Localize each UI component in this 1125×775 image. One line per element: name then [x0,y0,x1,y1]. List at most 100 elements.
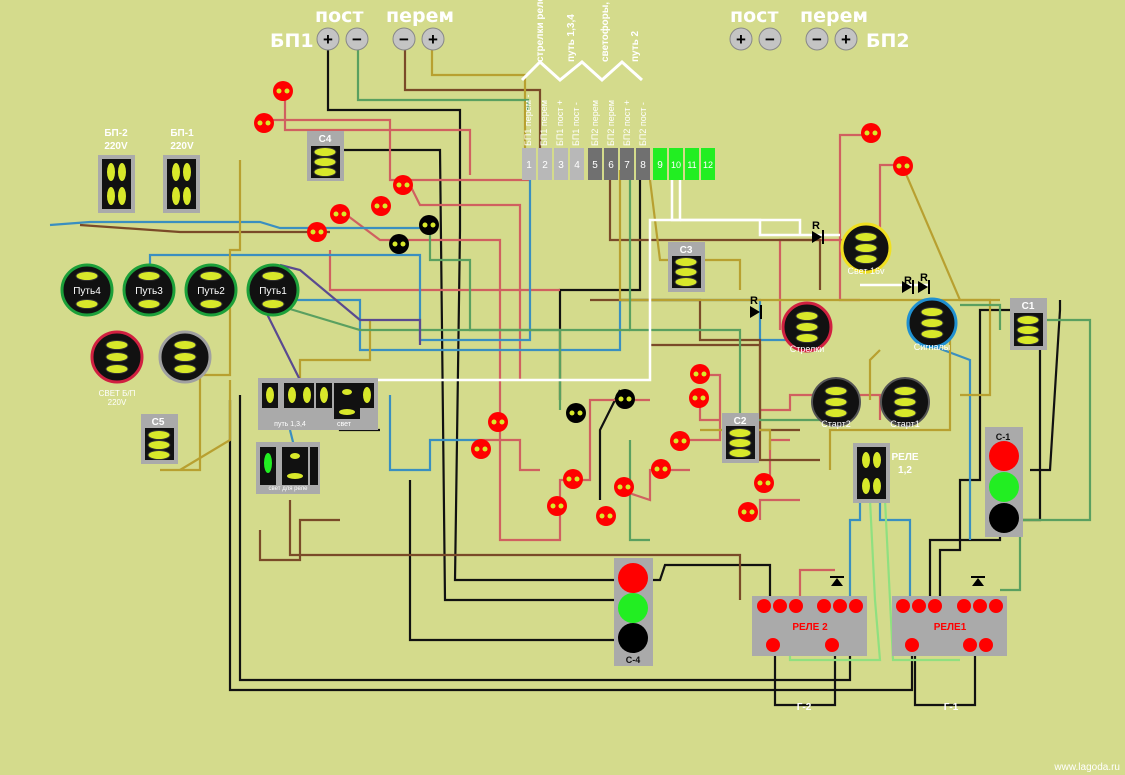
jumper-dot[interactable] [614,477,634,497]
svg-text:БП2 пост +: БП2 пост + [622,100,632,146]
bp2-post-plus-terminal[interactable]: + [729,27,753,51]
button-start2[interactable]: Старт2 [811,377,861,429]
terminal-12[interactable]: 12 [701,148,715,180]
jumper-dot[interactable] [689,388,709,408]
jumper-dot[interactable] [471,439,491,459]
svg-text:−: − [352,30,362,49]
button-put4[interactable]: Путь4 [60,263,114,317]
svg-text:С1: С1 [1022,301,1035,312]
jumper-dot[interactable] [893,156,913,176]
terminal-11[interactable]: 11 [685,148,699,180]
jumper-dot[interactable] [547,496,567,516]
jumper-dot[interactable] [754,473,774,493]
button-put2[interactable]: Путь2 [184,263,238,317]
jumper-dot[interactable] [861,123,881,143]
jumper-dot[interactable] [563,469,583,489]
bp2-perem-plus-terminal[interactable]: + [834,27,858,51]
svg-text:БП-2: БП-2 [104,128,128,139]
svg-text:220V: 220V [170,141,194,152]
svg-text:свет для реле: свет для реле [269,486,309,492]
switch-c1[interactable]: С1 [1010,298,1047,350]
svg-text:СВЕТ Б/П: СВЕТ Б/П [99,389,136,398]
jumper-dot[interactable] [651,459,671,479]
svg-text:Свет 16v: Свет 16v [847,266,885,276]
jumper-dot[interactable] [330,204,350,224]
label-post-bp2: пост [730,5,778,27]
jumper-dot[interactable] [596,506,616,526]
terminal-2[interactable]: 2 [538,148,552,180]
panel-svet-dlya-rele[interactable]: свет для реле [256,442,320,494]
svg-text:С-4: С-4 [626,655,641,665]
watermark: www.lagoda.ru [1053,762,1120,773]
relay-rele2[interactable]: РЕЛЕ 2 [752,596,867,656]
switch-c5[interactable]: С5 [141,414,178,464]
terminal-labels: БП1 перем - БП1 перем БП1 пост + БП1 пос… [523,95,648,146]
jumper-dot[interactable] [690,364,710,384]
bp1-post-minus-terminal[interactable]: − [345,27,369,51]
jumper-dot[interactable] [488,412,508,432]
jumper-dot[interactable] [254,113,274,133]
svg-text:Путь2: Путь2 [197,286,225,297]
svg-text:Стрелки: Стрелки [790,344,825,354]
svg-text:Старт1: Старт1 [890,419,919,429]
svg-text:−: − [812,30,822,49]
terminal-6[interactable]: 6 [604,148,618,180]
terminal-1[interactable]: 1 [522,148,536,180]
terminal-4[interactable]: 4 [570,148,584,180]
button-unlabeled-grey[interactable] [158,330,212,384]
svg-text:свет: свет [337,421,352,428]
label-perem-bp2: перем [800,5,868,27]
relay-rele1[interactable]: РЕЛЕ1 [892,596,1007,656]
bp1-perem-minus-terminal[interactable]: − [392,27,416,51]
svg-text:Путь3: Путь3 [135,286,163,297]
terminal-3[interactable]: 3 [554,148,568,180]
jumper-dot-black[interactable] [389,234,409,254]
svg-text:БП2 перем: БП2 перем [590,100,600,146]
svg-text:РЕЛЕ1: РЕЛЕ1 [934,622,967,633]
diode-rele1 [971,576,985,586]
bp1-perem-plus-terminal[interactable]: + [421,27,445,51]
button-signaly[interactable]: Сигналы [906,297,958,352]
button-start1[interactable]: Старт1 [880,377,930,429]
jumper-dot-black[interactable] [615,389,635,409]
button-svet-bp[interactable]: СВЕТ Б/П 220V [90,330,144,407]
switch-rele12[interactable]: РЕЛЕ 1,2 [853,443,919,503]
button-put1[interactable]: Путь1 [246,263,300,317]
jumper-dot[interactable] [273,81,293,101]
terminal-9[interactable]: 9 [653,148,667,180]
svg-text:3: 3 [558,160,564,171]
switch-c4[interactable]: С4 [307,131,344,181]
signal-c1[interactable]: С-1 [985,427,1023,537]
terminal-5[interactable]: 5 [588,148,602,180]
jumper-dot[interactable] [393,175,413,195]
switch-c2[interactable]: С2 [722,413,759,463]
svg-text:БП2 пост -: БП2 пост - [638,102,648,146]
jumper-dot[interactable] [670,431,690,451]
svg-text:R: R [812,220,820,232]
diode-signaly-2: R [918,272,930,294]
switch-bp2-220v[interactable]: БП-2 220V [98,128,135,213]
jumper-dot-black[interactable] [419,215,439,235]
bp1-post-plus-terminal[interactable]: + [316,27,340,51]
diode-rele2 [830,576,844,586]
button-put3[interactable]: Путь3 [122,263,176,317]
terminal-10[interactable]: 10 [669,148,683,180]
button-svet16v[interactable]: Свет 16v [840,222,892,276]
signal-c4[interactable]: С-4 [614,558,653,666]
panel-put134[interactable]: путь 1,3,4 свет [258,378,378,430]
diode-svet16: R [812,220,824,244]
terminal-8[interactable]: 8 [636,148,650,180]
bp2-perem-minus-terminal[interactable]: − [805,27,829,51]
terminal-7[interactable]: 7 [620,148,634,180]
switch-c3[interactable]: С3 [668,242,705,292]
bp2-post-minus-terminal[interactable]: − [758,27,782,51]
group-labels: стрелки реле путь 1,3,4 светофоры, свет … [535,0,641,62]
switch-bp1-220v[interactable]: БП-1 220V [163,128,200,213]
jumper-dot-black[interactable] [566,403,586,423]
jumper-dot[interactable] [371,196,391,216]
svg-text:4: 4 [574,160,580,171]
jumper-dot[interactable] [307,222,327,242]
button-strelki[interactable]: Стрелки [781,301,833,354]
jumper-dot[interactable] [738,502,758,522]
